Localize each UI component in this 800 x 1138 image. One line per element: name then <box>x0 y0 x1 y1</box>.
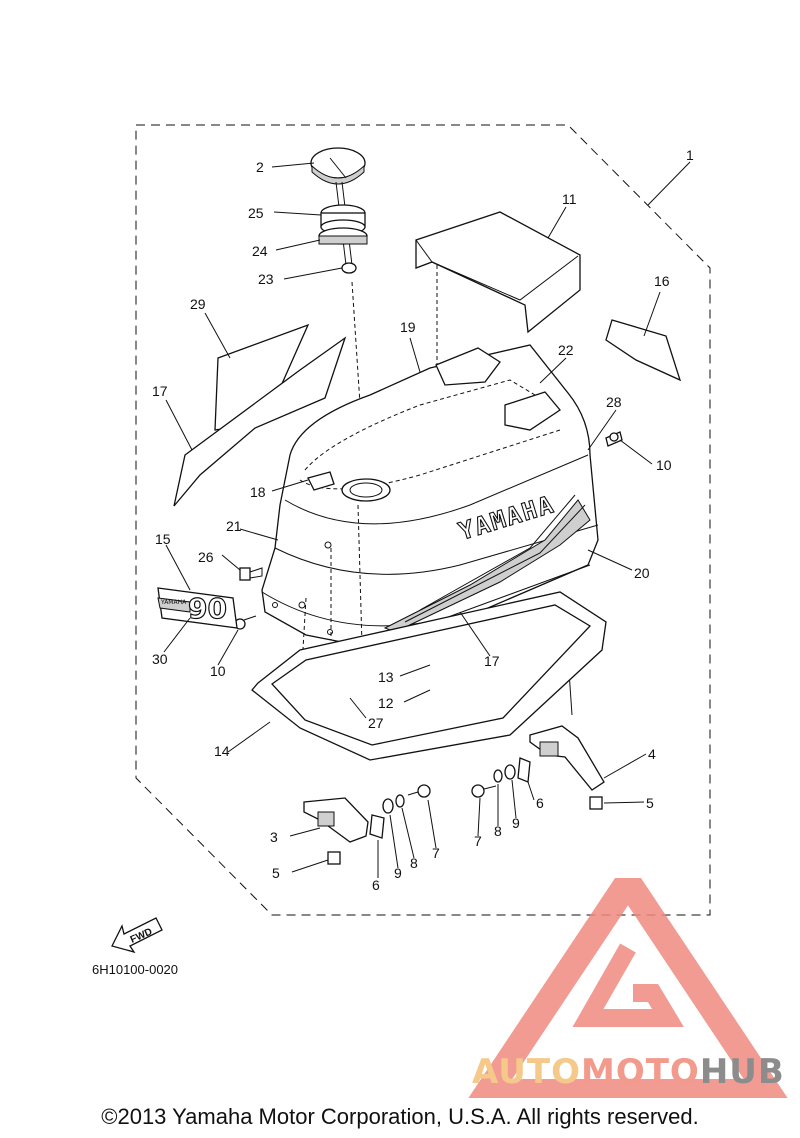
part-washer-23[interactable] <box>341 262 357 274</box>
part-bracket-3[interactable] <box>303 797 369 843</box>
guide-line <box>351 281 366 481</box>
badge-number: 90 <box>188 592 227 625</box>
forward-direction-arrow: FWD <box>111 917 163 954</box>
callout-10-right: 10 <box>656 457 672 473</box>
callout-22: 22 <box>558 342 574 358</box>
callout-30: 30 <box>152 651 168 667</box>
callout-9-right: 9 <box>512 815 520 831</box>
part-washer-8-right[interactable] <box>493 769 503 783</box>
callout-27: 27 <box>368 715 384 731</box>
callout-29: 29 <box>190 296 206 312</box>
callout-7-left: 7 <box>432 845 440 861</box>
callout-13: 13 <box>378 669 394 685</box>
part-screw-10-left[interactable] <box>234 615 257 630</box>
callout-17-left: 17 <box>152 383 168 399</box>
callout-26: 26 <box>198 549 214 565</box>
watermark-text: AUTOMOTOHUB <box>472 1052 785 1092</box>
callout-2: 2 <box>256 159 264 175</box>
callout-14: 14 <box>214 743 230 759</box>
part-screw-26[interactable] <box>239 567 263 581</box>
watermark-auto: AUTO <box>472 1052 581 1092</box>
callout-6-left: 6 <box>372 877 380 893</box>
automotohub-logo <box>468 878 788 1098</box>
callout-8-right: 8 <box>494 823 502 839</box>
callout-numbers: 1 2 25 24 23 11 16 29 17 19 22 28 10 18 … <box>152 147 694 893</box>
part-grommet[interactable] <box>318 204 368 245</box>
callout-10-left: 10 <box>210 663 226 679</box>
callout-23: 23 <box>258 271 274 287</box>
part-nut-5-left[interactable] <box>327 851 341 865</box>
part-washer-9-left[interactable] <box>382 798 394 814</box>
part-top-cowling[interactable]: YAMAHA <box>261 344 599 649</box>
guide-line <box>357 504 363 646</box>
part-decal-17-left[interactable] <box>173 336 347 507</box>
callout-21: 21 <box>226 518 242 534</box>
callout-9-left: 9 <box>394 865 402 881</box>
callout-1: 1 <box>686 147 694 163</box>
callout-5-left: 5 <box>272 865 280 881</box>
part-badge[interactable]: 90 YAMAHA <box>157 587 238 629</box>
part-cap[interactable] <box>310 147 366 185</box>
part-seal-16[interactable] <box>605 319 682 382</box>
watermark-moto: MOTO <box>580 1052 700 1092</box>
part-bracket-4[interactable] <box>529 725 605 791</box>
part-screw-10-right[interactable] <box>605 431 623 447</box>
callout-5-right: 5 <box>646 795 654 811</box>
callout-20: 20 <box>634 565 650 581</box>
part-clip-6-right[interactable] <box>517 757 531 783</box>
callout-12: 12 <box>378 695 394 711</box>
part-nut-5-right[interactable] <box>589 796 603 810</box>
part-bolt-7-left[interactable] <box>407 784 431 798</box>
callout-24: 24 <box>252 243 268 259</box>
callout-7-right: 7 <box>474 833 482 849</box>
part-seal-ring[interactable] <box>251 591 607 761</box>
callout-28: 28 <box>606 394 622 410</box>
callout-16: 16 <box>654 273 670 289</box>
watermark-hub: HUB <box>699 1052 785 1092</box>
callout-3: 3 <box>270 829 278 845</box>
callout-18: 18 <box>250 484 266 500</box>
copyright-notice: ©2013 Yamaha Motor Corporation, U.S.A. A… <box>101 1104 699 1129</box>
callout-4: 4 <box>648 746 656 762</box>
part-washer-8-left[interactable] <box>395 794 405 808</box>
callout-15: 15 <box>155 531 171 547</box>
callout-25: 25 <box>248 205 264 221</box>
badge-small-text: YAMAHA <box>160 599 187 606</box>
part-washer-9-right[interactable] <box>504 764 516 780</box>
leader-lines <box>163 161 691 878</box>
diagram-code: 6H10100-0020 <box>92 962 179 977</box>
callout-6-right: 6 <box>536 795 544 811</box>
callout-17-right: 17 <box>484 653 500 669</box>
callout-19: 19 <box>400 319 416 335</box>
part-clip-6-left[interactable] <box>369 814 385 839</box>
callout-8-left: 8 <box>410 855 418 871</box>
part-bolt-7-right[interactable] <box>471 784 497 798</box>
part-top-cover[interactable] <box>415 211 581 334</box>
assembly-boundary <box>135 124 711 916</box>
callout-11: 11 <box>562 191 577 207</box>
